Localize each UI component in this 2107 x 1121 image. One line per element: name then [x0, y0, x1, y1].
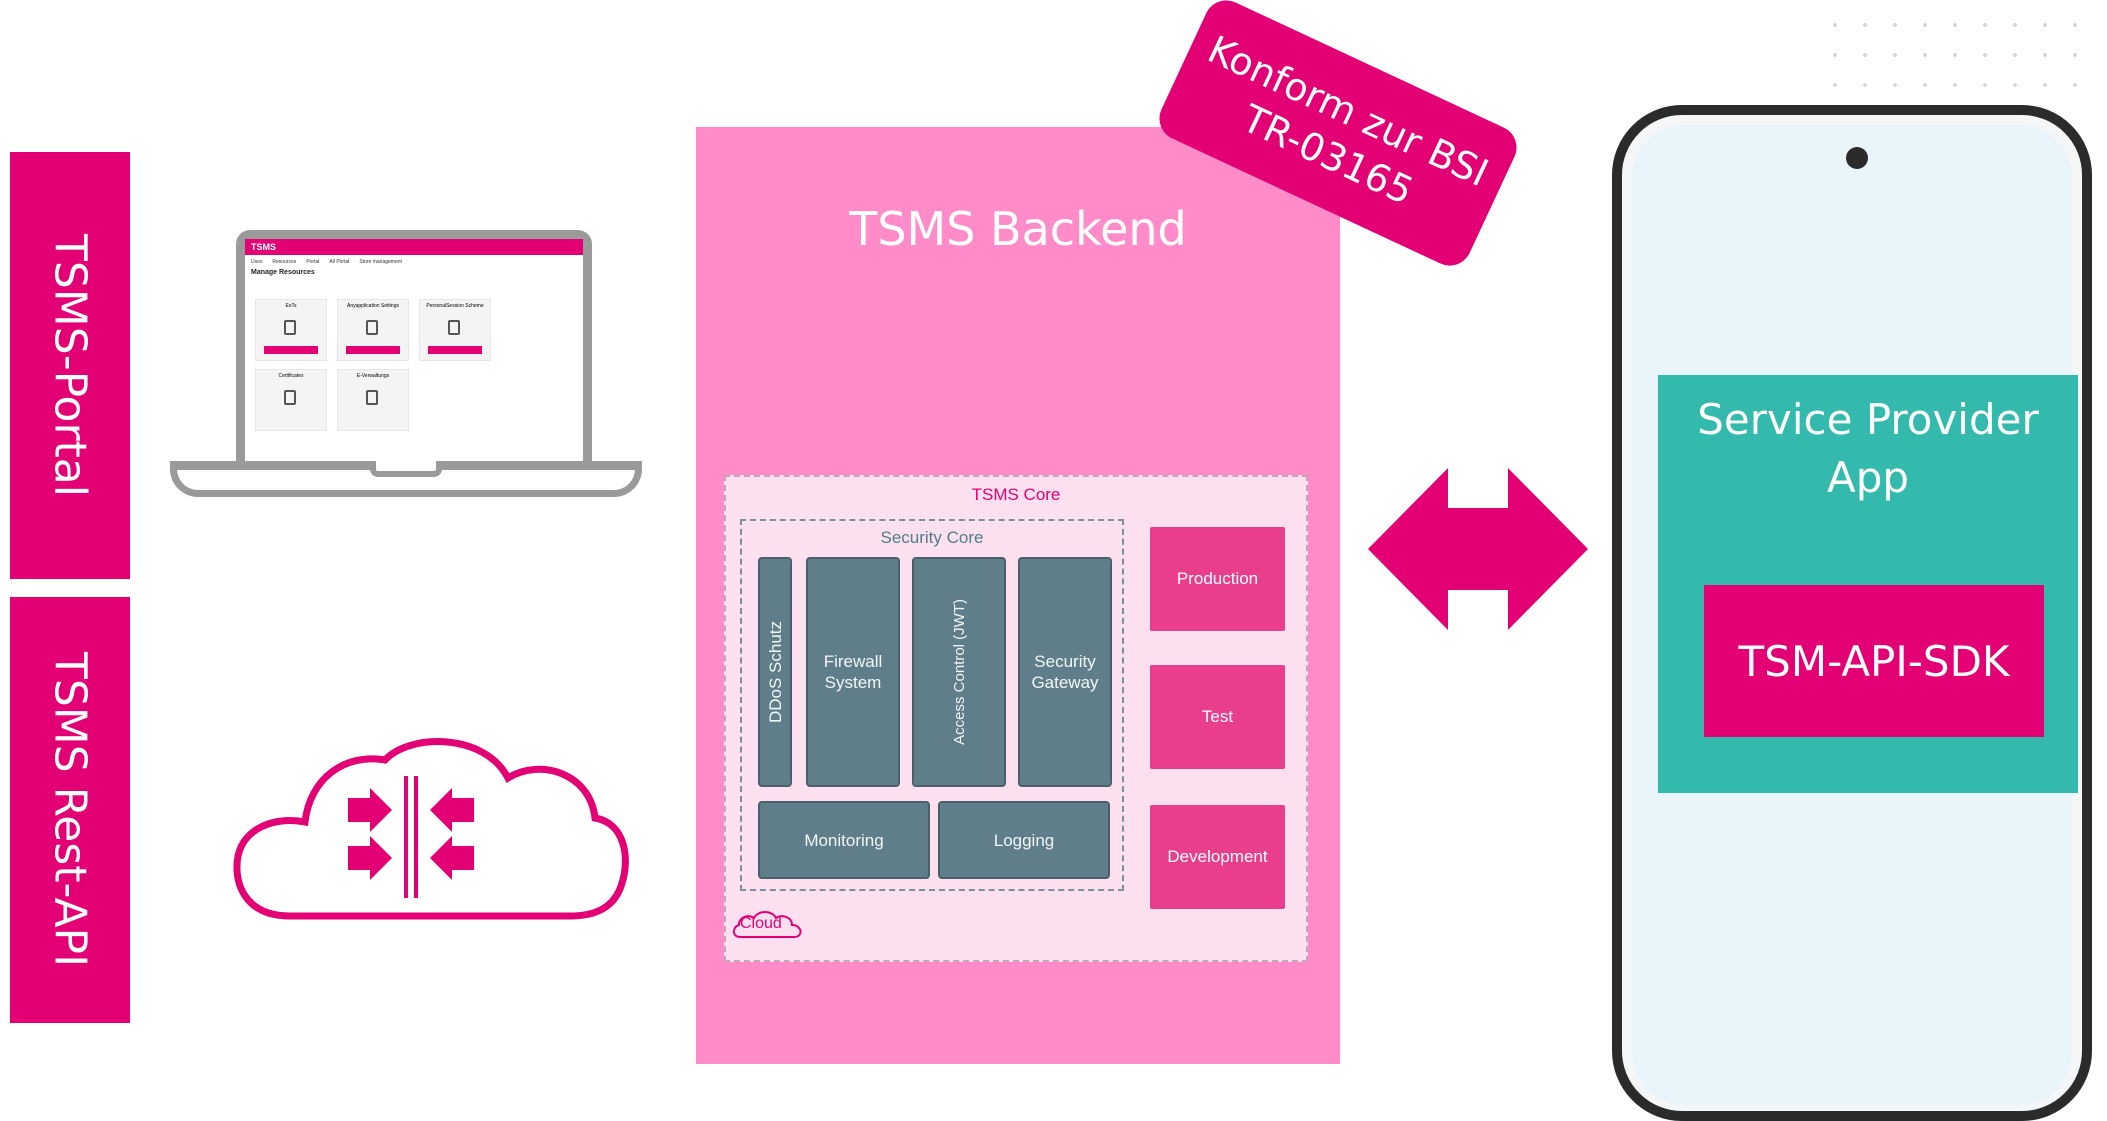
laptop-screen: TSMS Uses Resources Portal All Portal St…	[236, 230, 592, 461]
app-title-line-2: App	[1826, 453, 1910, 502]
service-provider-app-title: Service Provider App	[1658, 391, 2078, 507]
smartphone: Service Provider App TSM-API-SDK	[1612, 105, 2092, 1121]
portal-card-label: PersonalSession Scheme	[426, 303, 484, 309]
portal-card-label: Certificates	[278, 373, 304, 379]
env-development: Development	[1150, 805, 1285, 909]
portal-card: EoTs	[255, 299, 327, 361]
tsm-api-sdk: TSM-API-SDK	[1704, 585, 2044, 737]
tsms-rest-api-label: TSMS Rest-API	[44, 652, 96, 968]
access-control-label: Access Control (JWT)	[950, 599, 968, 745]
service-provider-app: Service Provider App TSM-API-SDK	[1658, 375, 2078, 793]
tsms-backend: TSMS Backend TSMS Core Security Core DDo…	[696, 127, 1340, 1064]
ddos-label: DDoS Schutz	[765, 620, 785, 724]
env-test-label: Test	[1201, 707, 1234, 726]
core-title: TSMS Core	[971, 485, 1061, 504]
firewall-label: Firewall System	[823, 652, 883, 692]
portal-nav: Uses Resources Portal All Portal Store m…	[245, 255, 583, 269]
cloud-outline-icon	[732, 911, 802, 938]
logging-label: Logging	[993, 830, 1055, 850]
portal-card-button	[346, 346, 400, 354]
tsms-portal-label-bar: TSMS-Portal	[10, 152, 130, 579]
env-development-label: Development	[1167, 847, 1268, 866]
access-control-module: Access Control (JWT)	[912, 557, 1006, 787]
security-gateway-module: Security Gateway	[1018, 557, 1112, 787]
tsms-rest-api-label-bar: TSMS Rest-API	[10, 597, 130, 1023]
tsm-api-sdk-label: TSM-API-SDK	[1738, 636, 2010, 686]
firewall-module: Firewall System	[806, 557, 900, 787]
portal-nav-item: All Portal	[329, 259, 350, 265]
portal-heading: Manage Resources	[251, 269, 315, 276]
portal-nav-item: Resources	[272, 259, 297, 265]
portal-card-button	[428, 346, 482, 354]
security-gateway-label: Security Gateway	[1031, 652, 1099, 692]
tsms-core: TSMS Core Security Core DDoS Schutz Fire…	[724, 475, 1308, 962]
portal-card-label: EoTs	[285, 303, 297, 309]
double-arrow-icon	[1368, 468, 1588, 630]
portal-card-label: Anyapplication Settings	[347, 303, 399, 309]
document-icon	[366, 320, 378, 335]
tsms-portal-label: TSMS-Portal	[44, 234, 96, 497]
monitoring-label: Monitoring	[804, 830, 884, 850]
camera-icon	[1846, 147, 1868, 169]
laptop-notch	[370, 461, 442, 477]
portal-nav-item: Store management	[359, 259, 402, 265]
backend-title: TSMS Backend	[849, 202, 1187, 256]
portal-card-button	[264, 346, 318, 354]
app-title-line-1: Service Provider	[1697, 395, 2039, 444]
portal-nav-item: Uses	[251, 259, 263, 265]
portal-card-label: E-Verwaltungs	[356, 373, 390, 379]
document-icon	[284, 320, 296, 335]
cloud-api-icon	[233, 738, 629, 920]
decor-dots	[1820, 10, 2100, 100]
portal-nav-item: Portal	[306, 259, 320, 265]
ddos-module: DDoS Schutz	[758, 557, 792, 787]
portal-header: TSMS	[245, 239, 583, 255]
portal-card: Anyapplication Settings	[337, 299, 409, 361]
portal-card: Certificates	[255, 369, 327, 431]
cloud-tag: Cloud	[732, 911, 802, 938]
env-production-label: Production	[1176, 569, 1259, 588]
env-production: Production	[1150, 527, 1285, 631]
portal-card-grid: EoTs Anyapplication Settings PersonalSes…	[255, 299, 575, 439]
portal-card: E-Verwaltungs	[337, 369, 409, 431]
security-core-title: Security Core	[880, 528, 984, 547]
portal-card: PersonalSession Scheme	[419, 299, 491, 361]
phone-screen: Service Provider App TSM-API-SDK	[1632, 125, 2078, 1105]
laptop-icon: TSMS Uses Resources Portal All Portal St…	[170, 225, 645, 510]
logging-module: Logging	[938, 801, 1110, 879]
document-icon	[366, 390, 378, 405]
security-core: Security Core DDoS Schutz Firewall Syste…	[740, 519, 1124, 891]
cloud-tag-label: Cloud	[740, 915, 782, 932]
monitoring-module: Monitoring	[758, 801, 930, 879]
document-icon	[284, 390, 296, 405]
document-icon	[448, 320, 460, 335]
env-test: Test	[1150, 665, 1285, 769]
